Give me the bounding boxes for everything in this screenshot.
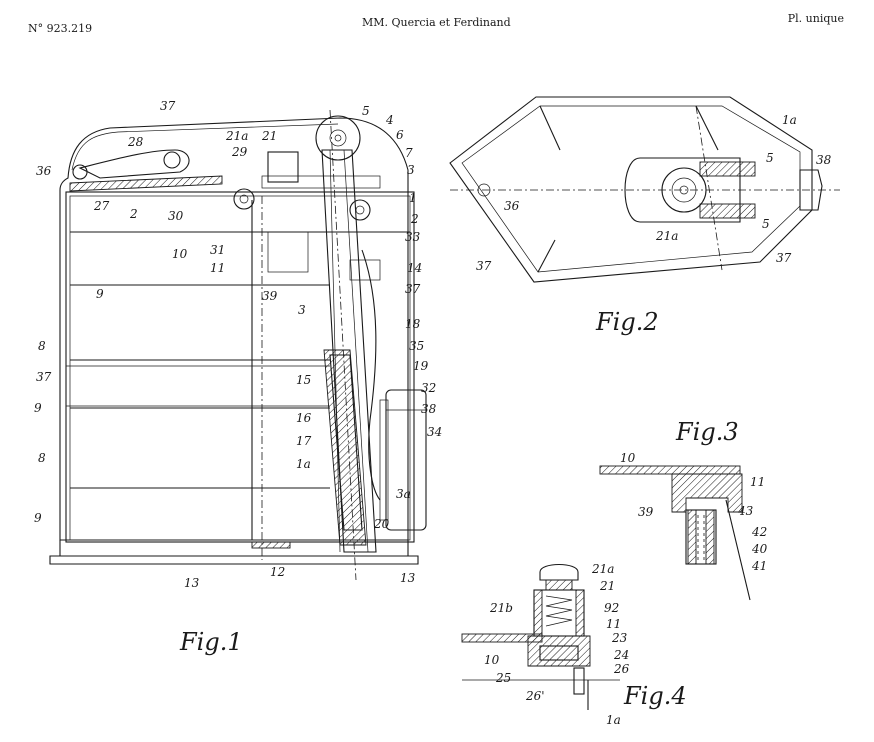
fig3-label-39: 39 bbox=[638, 505, 654, 519]
fig1-caption: Fig.1 bbox=[179, 628, 243, 656]
fig4-label-23: 23 bbox=[611, 631, 628, 645]
fig1-label-36: 36 bbox=[36, 164, 52, 178]
fig4-label-21b: 21b bbox=[489, 601, 513, 615]
fig1-label-37b: 37 bbox=[405, 282, 421, 296]
fig4-label-26b: 26' bbox=[525, 689, 545, 703]
fig1-label-15: 15 bbox=[296, 373, 311, 387]
fig1-label-35: 35 bbox=[409, 339, 424, 353]
fig1-label-38: 38 bbox=[421, 402, 437, 416]
fig1-label-10: 10 bbox=[172, 247, 188, 261]
fig3-label-40: 40 bbox=[751, 542, 768, 556]
fig2-label-1a: 1a bbox=[782, 113, 797, 127]
fig1-label-9: 9 bbox=[96, 287, 104, 301]
fig4-label-21: 21 bbox=[599, 579, 615, 593]
fig1-label-4: 4 bbox=[385, 113, 394, 127]
fig1-label-1: 1 bbox=[409, 191, 417, 205]
fig2-label-21a: 21a bbox=[655, 229, 678, 243]
fig1-label-2: 2 bbox=[410, 212, 419, 226]
fig1-label-16: 16 bbox=[296, 411, 312, 425]
fig1-label-21a: 21a bbox=[225, 129, 248, 143]
fig2-caption: Fig.2 bbox=[595, 308, 659, 336]
fig1-label-34: 34 bbox=[427, 425, 442, 439]
fig4-label-24: 24 bbox=[613, 648, 629, 662]
fig1-label-37: 37 bbox=[160, 99, 176, 113]
fig4-label-21a: 21a bbox=[591, 562, 614, 576]
fig1-label-7: 7 bbox=[405, 146, 413, 160]
fig1-label-8: 8 bbox=[38, 339, 46, 353]
fig1-label-3b: 3 bbox=[298, 303, 306, 317]
fig3-label-11: 11 bbox=[750, 475, 765, 489]
fig1-label-32: 32 bbox=[421, 381, 436, 395]
fig1-label-30: 30 bbox=[168, 209, 184, 223]
fig1-label-9b: 9 bbox=[34, 401, 42, 415]
fig1-drawing bbox=[50, 110, 426, 580]
fig2-label-37b: 37 bbox=[776, 251, 792, 265]
fig1-label-29: 29 bbox=[231, 145, 248, 159]
fig1-label-9c: 9 bbox=[34, 511, 42, 525]
fig4-label-11: 11 bbox=[606, 617, 621, 631]
fig1-label-11: 11 bbox=[210, 261, 225, 275]
fig2-label-5: 5 bbox=[766, 151, 774, 165]
fig3-label-41: 41 bbox=[751, 559, 767, 573]
fig1-label-5: 5 bbox=[362, 104, 370, 118]
fig4-caption: Fig.4 bbox=[623, 682, 687, 710]
fig1-label-28: 28 bbox=[127, 135, 144, 149]
fig3-label-10: 10 bbox=[620, 451, 636, 465]
fig1-label-3: 3 bbox=[407, 163, 415, 177]
fig1-label-17: 17 bbox=[296, 434, 312, 448]
fig3-label-42: 42 bbox=[751, 525, 767, 539]
fig1-label-37c: 37 bbox=[36, 370, 52, 384]
fig1-label-2b: 2 bbox=[129, 207, 138, 221]
fig1-label-13: 13 bbox=[184, 576, 200, 590]
fig1-label-18: 18 bbox=[405, 317, 421, 331]
fig1-label-3a: 3a bbox=[396, 487, 411, 501]
fig2-labels: 1a 5 38 36 21a 5 37 37 Fig.2 bbox=[476, 113, 832, 336]
fig1-label-14: 14 bbox=[407, 261, 422, 275]
fig3-label-43: 43 bbox=[737, 504, 754, 518]
fig2-label-36: 36 bbox=[504, 199, 520, 213]
fig4-label-25: 25 bbox=[495, 671, 511, 685]
fig2-label-5b: 5 bbox=[762, 217, 770, 231]
fig3-caption: Fig.3 bbox=[675, 418, 739, 446]
fig1-label-33: 33 bbox=[405, 230, 421, 244]
fig2-label-38: 38 bbox=[816, 153, 832, 167]
fig3-drawing bbox=[600, 466, 750, 600]
fig1-label-8b: 8 bbox=[38, 451, 46, 465]
fig1-label-20: 20 bbox=[373, 517, 390, 531]
fig1-label-27: 27 bbox=[93, 199, 110, 213]
fig4-label-26: 26 bbox=[613, 662, 630, 676]
fig1-label-21: 21 bbox=[261, 129, 277, 143]
fig1-label-13b: 13 bbox=[400, 571, 416, 585]
fig1-label-31: 31 bbox=[210, 243, 225, 257]
fig4-label-10: 10 bbox=[484, 653, 500, 667]
fig2-label-37: 37 bbox=[476, 259, 492, 273]
fig4-label-92: 92 bbox=[604, 601, 619, 615]
fig1-label-19: 19 bbox=[413, 359, 429, 373]
fig1-label-6: 6 bbox=[396, 128, 404, 142]
fig4-label-1a: 1a bbox=[606, 713, 621, 727]
fig1-label-1a: 1a bbox=[296, 457, 311, 471]
fig1-label-12: 12 bbox=[270, 565, 285, 579]
fig1-label-39: 39 bbox=[262, 289, 278, 303]
